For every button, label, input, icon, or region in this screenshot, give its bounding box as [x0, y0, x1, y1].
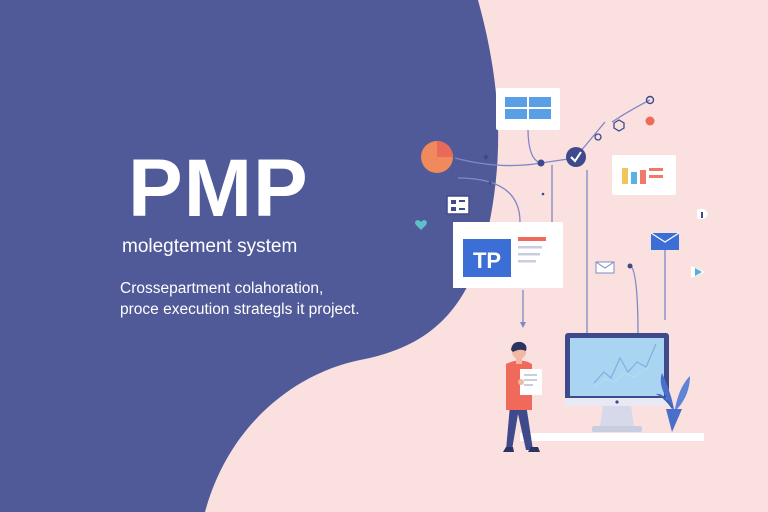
- description-line: proce execution strategls it project.: [120, 301, 360, 318]
- envelope-small-icon: [595, 261, 615, 274]
- browser-window-card: [496, 88, 560, 130]
- pie-chart-icon: [421, 141, 453, 173]
- heart-icon: [415, 220, 427, 230]
- dot-icon: [594, 133, 602, 141]
- mail-icon: [650, 232, 680, 250]
- check-circle-icon: [566, 147, 586, 167]
- alarm-icon: [645, 116, 655, 126]
- page-title: PMP: [128, 143, 309, 234]
- person-figure: [503, 341, 542, 452]
- connector-lines: [454, 99, 666, 336]
- bar-chart-card: [612, 155, 676, 195]
- connector-node: [537, 159, 545, 167]
- plant: [656, 373, 690, 432]
- project-card: [453, 222, 563, 288]
- page-description: Crossepartment colahoration, proce execu…: [120, 278, 360, 320]
- description-line: Crossepartment colahoration,: [120, 280, 324, 297]
- dot-icon: [541, 192, 545, 196]
- desk: [520, 433, 704, 441]
- shield-icon: [613, 119, 625, 132]
- arrow-down-icon: [520, 322, 526, 328]
- page-subtitle: molegtement system: [122, 236, 298, 257]
- dot-icon: [488, 181, 492, 185]
- document-icon: [446, 195, 470, 215]
- chat-bubble-icon: [697, 208, 708, 220]
- play-icon: [691, 266, 705, 278]
- heart-small-icon: [483, 154, 489, 160]
- left-blob-panel: [0, 0, 499, 512]
- tp-badge-label: TP: [473, 248, 501, 273]
- location-pin-icon: [645, 95, 655, 105]
- monitor: [565, 333, 669, 432]
- connector-node: [627, 263, 633, 269]
